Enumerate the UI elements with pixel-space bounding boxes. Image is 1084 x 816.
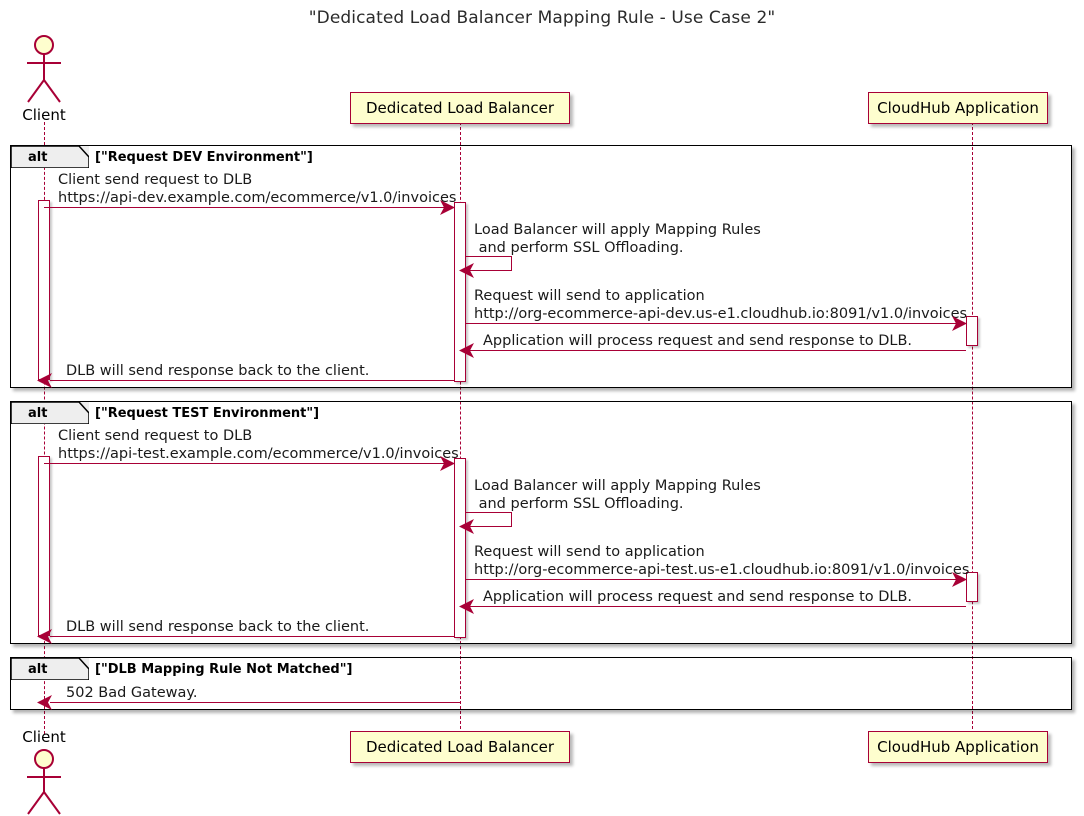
- lifeline-dlb: [460, 122, 461, 734]
- alt-tab-test-label: alt: [28, 406, 48, 421]
- message-line1: Application will process request and sen…: [483, 333, 913, 349]
- alt-frame-dev: [10, 145, 1072, 388]
- arrowhead-right-test-3: [952, 572, 967, 587]
- actor-client-header-label: Client: [22, 106, 66, 124]
- alt-tab-dev: [11, 146, 89, 168]
- arrowhead-right-test-1: [440, 456, 455, 471]
- message-line1: Client send request to DLB: [58, 428, 253, 444]
- participant-dlb-footer[interactable]: Dedicated Load Balancer: [350, 731, 570, 763]
- message-line1: Application will process request and sen…: [483, 589, 913, 605]
- alt-condition-test: ["Request TEST Environment"]: [95, 406, 320, 421]
- arrowhead-left-dev-2: [459, 263, 474, 278]
- message-arrow-test-4: [466, 606, 966, 607]
- message-arrow-test-3: [466, 579, 966, 580]
- message-arrow-test-5: [50, 636, 454, 637]
- arrowhead-left-dev-5: [37, 373, 52, 388]
- message-label-test-3: Request will send to application http://o…: [474, 543, 969, 579]
- actor-client-footer-label: Client: [22, 728, 66, 746]
- alt-frame-notmatched: [10, 657, 1072, 710]
- message-line2: http://org-ecommerce-api-dev.us-e1.cloud…: [474, 306, 968, 322]
- alt-frame-test: [10, 401, 1072, 644]
- message-line1: 502 Bad Gateway.: [66, 685, 198, 701]
- participant-cloudhub-header[interactable]: CloudHub Application: [868, 92, 1048, 124]
- message-line2: and perform SSL Offloading.: [474, 496, 684, 512]
- message-label-dev-2: Load Balancer will apply Mapping Rules a…: [474, 221, 761, 257]
- arrowhead-left-notmatched-1: [37, 695, 52, 710]
- message-arrow-test-2-self: [466, 512, 512, 527]
- arrowhead-left-test-2: [459, 519, 474, 534]
- message-label-dev-3: Request will send to application http://o…: [474, 287, 967, 323]
- arrowhead-left-test-4: [459, 599, 474, 614]
- arrowhead-right-dev-3: [952, 316, 967, 331]
- actor-icon: [27, 35, 61, 103]
- alt-tab-dev-label: alt: [28, 150, 48, 165]
- actor-icon: [27, 749, 61, 815]
- message-label-test-1: Client send request to DLB https://api-te…: [58, 427, 459, 463]
- message-line1: Request will send to application: [474, 544, 705, 560]
- alt-tab-notmatched-label: alt: [28, 662, 48, 677]
- message-line2: https://api-dev.example.com/ecommerce/v1…: [58, 190, 457, 206]
- activation-dlb-test: [454, 458, 466, 638]
- message-label-test-5: DLB will send response back to the clien…: [66, 618, 369, 636]
- message-label-test-4: Application will process request and sen…: [483, 588, 912, 606]
- participant-cloudhub-footer[interactable]: CloudHub Application: [868, 731, 1048, 763]
- message-line1: DLB will send response back to the clien…: [66, 619, 370, 635]
- message-arrow-dev-4: [466, 350, 966, 351]
- activation-client-test: [38, 456, 50, 636]
- message-line1: Request will send to application: [474, 288, 705, 304]
- message-label-dev-4: Application will process request and sen…: [483, 332, 912, 350]
- arrowhead-left-dev-4: [459, 343, 474, 358]
- message-arrow-dev-3: [466, 323, 966, 324]
- message-arrow-test-1: [44, 463, 454, 464]
- message-label-test-2: Load Balancer will apply Mapping Rules a…: [474, 477, 761, 513]
- lifeline-cloudhub: [972, 122, 973, 734]
- message-arrow-dev-5: [50, 380, 454, 381]
- arrowhead-left-test-5: [37, 629, 52, 644]
- message-line2: and perform SSL Offloading.: [474, 240, 684, 256]
- actor-client-header[interactable]: Client: [16, 34, 72, 126]
- message-line1: Client send request to DLB: [58, 172, 253, 188]
- message-arrow-notmatched-1: [50, 702, 460, 703]
- message-label-dev-5: DLB will send response back to the clien…: [66, 362, 369, 380]
- page-title: "Dedicated Load Balancer Mapping Rule - …: [308, 8, 776, 28]
- alt-tab-notmatched: [11, 658, 89, 680]
- message-line2: https://api-test.example.com/ecommerce/v…: [58, 446, 459, 462]
- alt-tab-test: [11, 402, 89, 424]
- message-line1: Load Balancer will apply Mapping Rules: [474, 222, 761, 238]
- alt-condition-dev: ["Request DEV Environment"]: [95, 150, 313, 165]
- message-arrow-dev-2-self: [466, 256, 512, 271]
- arrowhead-right-dev-1: [440, 200, 455, 215]
- participant-dlb-header[interactable]: Dedicated Load Balancer: [350, 92, 570, 124]
- message-line1: Load Balancer will apply Mapping Rules: [474, 478, 761, 494]
- actor-client-footer[interactable]: Client: [16, 728, 72, 816]
- activation-cloudhub-test: [966, 572, 978, 602]
- activation-dlb-dev: [454, 202, 466, 382]
- activation-cloudhub-dev: [966, 316, 978, 346]
- message-line2: http://org-ecommerce-api-test.us-e1.clou…: [474, 562, 970, 578]
- message-label-dev-1: Client send request to DLB https://api-de…: [58, 171, 456, 207]
- alt-condition-notmatched: ["DLB Mapping Rule Not Matched"]: [95, 662, 353, 677]
- lifeline-client: [44, 122, 45, 734]
- message-arrow-dev-1: [44, 207, 454, 208]
- message-label-notmatched-1: 502 Bad Gateway.: [66, 684, 198, 702]
- message-line1: DLB will send response back to the clien…: [66, 363, 370, 379]
- activation-client-dev: [38, 200, 50, 380]
